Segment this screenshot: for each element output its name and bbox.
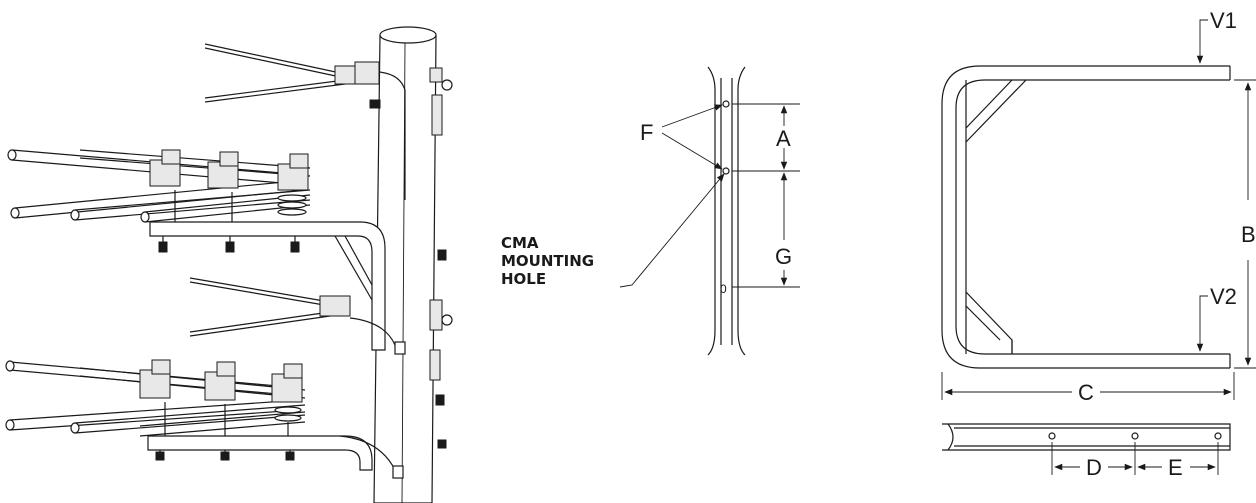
- cma-label-line1: CMA: [501, 234, 539, 252]
- dimension-V1-label: V1: [1210, 8, 1237, 33]
- frame-top-view: [941, 65, 1231, 369]
- dimension-A-label: A: [776, 126, 791, 151]
- F-leader-arrows: [661, 104, 723, 170]
- upper-conductors: [7, 149, 311, 223]
- dimension-lines-AG: [732, 103, 800, 288]
- channel-side-view: [707, 66, 746, 356]
- cma-label-line3: HOLE: [501, 270, 546, 288]
- dimension-B-label: B: [1241, 222, 1256, 247]
- dimension-V2-label: V2: [1210, 284, 1237, 309]
- top-standoff-arms: [204, 43, 406, 200]
- dimension-E-label: E: [1168, 455, 1183, 480]
- middle-standoff-arms: [189, 277, 396, 346]
- pole-hardware: [369, 67, 453, 449]
- dimension-D-label: D: [1086, 455, 1102, 480]
- channel-bottom-view: [942, 423, 1231, 451]
- upper-crossarm-bracket: [149, 221, 406, 355]
- dimension-C: [941, 372, 1235, 400]
- pole-assembly-illustration: [5, 26, 453, 503]
- lower-conductors: [5, 359, 306, 437]
- dimension-C-label: C: [1078, 380, 1094, 405]
- dimension-V1-V2-B: [1196, 19, 1256, 369]
- hole-zero-label: 0: [720, 282, 727, 296]
- dimension-D-E: [1051, 442, 1219, 475]
- cma-label-line2: MOUNTING: [501, 252, 594, 270]
- utility-pole: [373, 26, 437, 503]
- F-label: F: [640, 120, 653, 145]
- cma-mounting-hole-leader: [619, 173, 725, 288]
- dimension-G-label: G: [775, 244, 792, 269]
- lower-crossarm-bracket: [147, 435, 404, 479]
